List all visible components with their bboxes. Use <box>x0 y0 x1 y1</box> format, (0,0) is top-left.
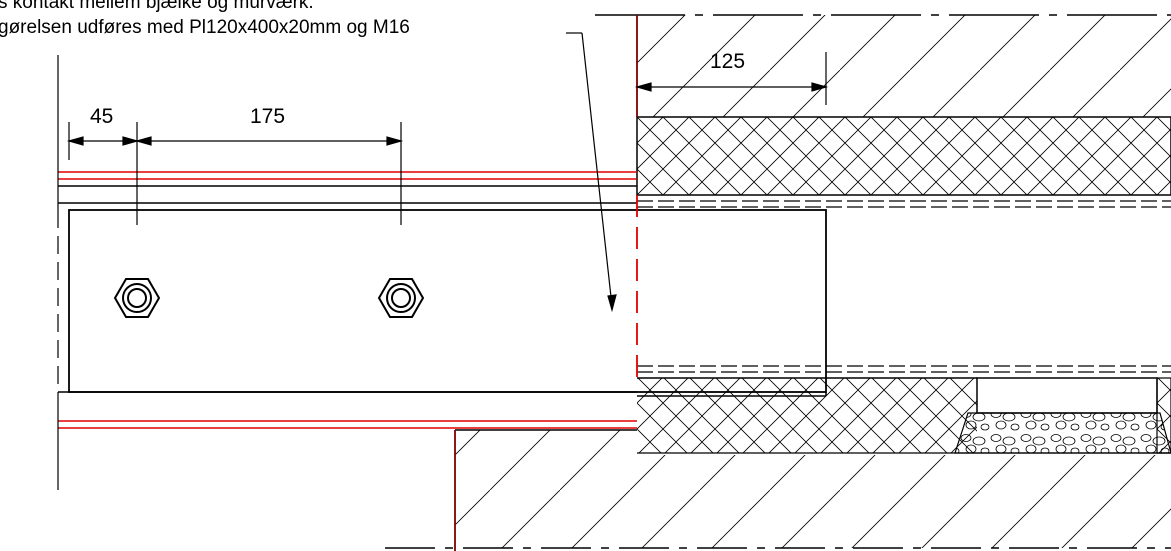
bolt-nut-icon <box>377 278 425 318</box>
note-leader <box>566 32 617 313</box>
bolt-nut-icon <box>113 278 161 318</box>
dimension-125 <box>634 52 829 105</box>
boundary-lines <box>385 14 1171 549</box>
dimension-label-125: 125 <box>710 50 745 73</box>
beam-flange-top <box>58 171 637 204</box>
beam-flange-bottom <box>58 391 637 431</box>
masonry-wall <box>455 15 1171 548</box>
left-edge-lines <box>57 55 456 551</box>
gravel-pocket <box>954 377 1171 454</box>
note-line-2: gørelsen udføres med Pl120x400x20mm og M… <box>0 17 410 38</box>
dimension-label-45: 45 <box>90 105 113 128</box>
opening-dashed-lines <box>637 200 1171 373</box>
note-line-1: s kontakt mellem bjælke og murværk. <box>0 0 314 13</box>
steel-plate <box>68 209 827 397</box>
dimension-45-175 <box>66 122 404 225</box>
dimension-label-175: 175 <box>250 105 285 128</box>
insulation-band-top <box>636 116 1171 196</box>
